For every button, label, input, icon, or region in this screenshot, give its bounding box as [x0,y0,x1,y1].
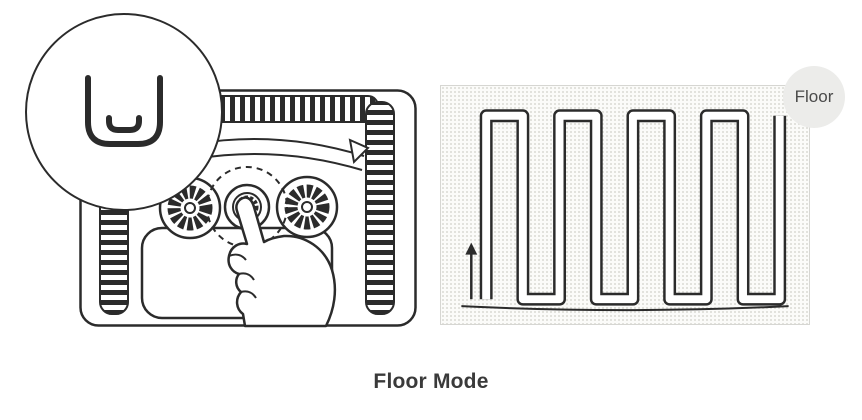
pointing-hand [227,196,337,328]
top-tread [197,95,379,123]
floor-badge: Floor [783,66,845,128]
up-arrow-icon [465,242,478,300]
right-impeller-icon [275,175,339,239]
bottom-sweep-line [461,305,789,312]
mode-caption: Floor Mode [373,370,489,393]
right-tread [365,101,395,315]
serpentine-core [482,111,784,304]
handle-detail [348,138,370,165]
serpentine-path-icon [461,109,789,312]
floor-mode-button-icon [85,75,163,147]
floor-badge-label: Floor [794,87,834,106]
cleaning-path-map [440,85,810,325]
magnifier-bubble [25,13,223,211]
